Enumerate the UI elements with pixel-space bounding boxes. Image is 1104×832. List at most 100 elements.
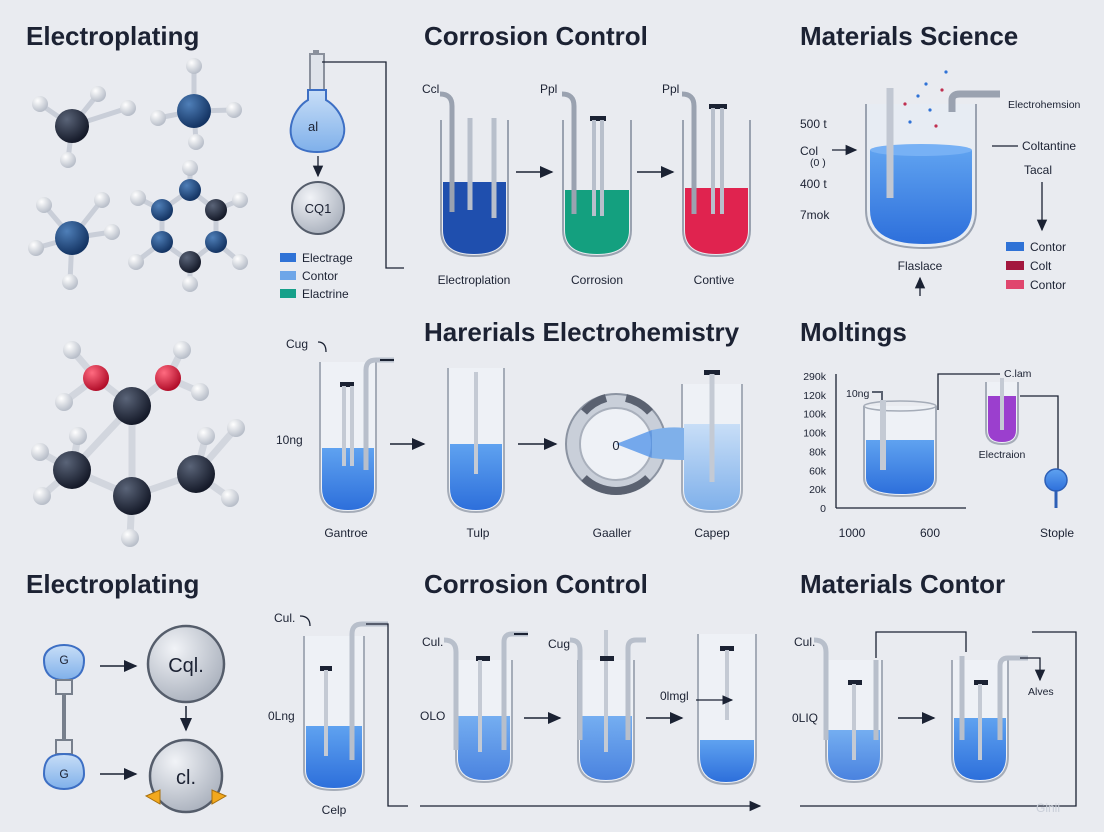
large-molecule-icon xyxy=(31,341,245,547)
beaker-label-ppl-2: Ppl xyxy=(662,82,679,96)
x-tick-1: 1000 xyxy=(839,526,866,540)
molecule-2-icon xyxy=(150,58,242,150)
cql-circle-label: Cql. xyxy=(168,655,204,677)
bulb-1-icon: G xyxy=(42,644,86,695)
heading-electrochemistry: Harerials Electrohemistry xyxy=(424,317,740,347)
legend-swatch-elactrine xyxy=(280,289,296,298)
tank-right-label-2: Coltantine xyxy=(1022,139,1076,153)
y-tick-label: 20k xyxy=(809,484,827,496)
panel-g-caption: Celp xyxy=(322,803,347,817)
heading-materials-contor: Materials Contor xyxy=(800,569,1005,599)
panel-g-label-2: 0Lng xyxy=(268,709,295,723)
panel-a-legend: Electrage Contor Elactrine xyxy=(280,251,353,301)
legend-swatch-contor xyxy=(280,271,296,280)
panel-d-beaker-3-icon xyxy=(652,370,743,514)
beaker-10ng-label: 10ng xyxy=(846,388,870,400)
cl-circle xyxy=(148,738,224,814)
panel-h-label-cug: Cug xyxy=(548,637,570,651)
beaker-label-ccl: Ccl xyxy=(422,82,439,96)
y-tick-label: 290k xyxy=(803,371,827,383)
vial-icon xyxy=(985,378,1019,446)
panel-d-electrochemistry: Cug 10ng 0 xyxy=(276,337,743,540)
vial-label: C.lam xyxy=(1004,368,1032,380)
panel-i-label-cul: Cul. xyxy=(794,635,815,649)
panel-i-beaker-1-icon xyxy=(813,631,967,784)
heading-materials-science: Materials Science xyxy=(800,21,1018,51)
gauge-label: 0 xyxy=(612,438,619,453)
beaker-caption-corrosion: Corrosion xyxy=(571,273,623,287)
panel-h-beaker-1-icon xyxy=(443,631,528,784)
x-tick-2: 600 xyxy=(920,526,940,540)
bulb-2-icon: G xyxy=(42,739,86,790)
panel-d-beaker-2-icon xyxy=(447,368,505,514)
y-tick-label: 120k xyxy=(803,390,827,402)
panel-d-side-label: 10ng xyxy=(276,433,303,447)
vial-caption: Electraion xyxy=(979,449,1026,461)
y-axis-ticks: 290k 120k 100k 100k 80k 60k 20k 0 xyxy=(803,371,827,515)
beaker-3-liquid xyxy=(685,188,748,254)
panel-d-caption-4: Capep xyxy=(694,526,730,540)
legend-contor-2: Contor xyxy=(1030,278,1066,292)
gauge-icon: 0 xyxy=(565,393,667,495)
panel-c-tank-diagram: 500 t Col (0 ) 400 t 7mok Electrohemsion… xyxy=(800,70,1081,296)
panel-f-electroplating: G G Cql. cl. xyxy=(42,624,228,814)
heading-corrosion-control-bottom: Corrosion Control xyxy=(424,569,648,599)
cql-circle xyxy=(146,624,226,704)
heading-moltings: Moltings xyxy=(800,317,907,347)
cl-circle-label: cl. xyxy=(176,767,196,789)
tank-left-label-1: 500 t xyxy=(800,117,827,131)
panel-d-caption-2: Tulp xyxy=(467,526,490,540)
beaker-1-icon xyxy=(439,91,509,258)
panel-h-label-olo: OLO xyxy=(420,709,445,723)
bulb-1-label: G xyxy=(59,653,68,667)
cq1-circle xyxy=(291,181,345,235)
moltings-beaker-icon xyxy=(863,391,937,498)
y-tick-label: 100k xyxy=(803,409,827,421)
tank-left-label-5: 7mok xyxy=(800,208,830,222)
beaker-2-icon xyxy=(561,91,632,258)
panel-a-flask-diagram: al CQ1 Electrage Contor Elactrine xyxy=(280,50,404,301)
heading-electroplating-top: Electroplating xyxy=(26,21,199,51)
y-tick-label: 60k xyxy=(809,465,827,477)
y-tick-label: 100k xyxy=(803,428,827,440)
beaker-3-icon xyxy=(681,91,751,258)
stopper-caption: Stople xyxy=(1040,526,1074,540)
tank-left-label-4: 400 t xyxy=(800,177,827,191)
flask-label: al xyxy=(308,119,318,134)
beaker-1-liquid xyxy=(443,182,506,254)
bubbles-icon xyxy=(903,70,948,128)
molecule-ring-icon xyxy=(128,160,248,292)
panel-h-label-olmgl: 0lmgl xyxy=(660,689,689,703)
legend-swatch-contor-1 xyxy=(1006,242,1024,251)
tank-left-label-3: (0 ) xyxy=(810,157,826,169)
panel-i-label-alves: Alves xyxy=(1028,686,1054,698)
panel-b-beakers: Ccl Ppl Ppl Electroplation xyxy=(422,82,751,287)
beaker-label-ppl-1: Ppl xyxy=(540,82,557,96)
beaker-caption-electroplation: Electroplation xyxy=(438,273,511,287)
tank-right-label-3: Tacal xyxy=(1024,163,1052,177)
panel-d-caption-1: Gantroe xyxy=(324,526,368,540)
legend-swatch-colt xyxy=(1006,261,1024,270)
panel-h-corrosion: Cul. Cug OLO 0lmgl xyxy=(420,630,762,812)
panel-i-beaker-2-icon xyxy=(951,655,1028,784)
panel-h-beaker-3-icon xyxy=(696,634,757,786)
legend-contor: Contor xyxy=(302,269,338,283)
flask-icon xyxy=(289,89,346,153)
panel-g-label-1: Cul. xyxy=(274,611,295,625)
heading-corrosion-control-top: Corrosion Control xyxy=(424,21,648,51)
panel-d-beaker-1-icon xyxy=(319,357,394,514)
legend-contor-1: Contor xyxy=(1030,240,1066,254)
panel-i-label-oliq: 0LIQ xyxy=(792,711,818,725)
molecule-3-icon xyxy=(28,192,120,290)
legend-colt: Colt xyxy=(1030,259,1052,273)
y-tick-label: 80k xyxy=(809,446,827,458)
tank-left-label-2: Col xyxy=(800,144,818,158)
legend-elactrine: Elactrine xyxy=(302,287,349,301)
panel-i-materials: Cul. 0LIQ Alves xyxy=(792,631,1077,807)
cq1-circle-label: CQ1 xyxy=(305,201,332,216)
tank-liquid xyxy=(870,150,972,244)
panel-d-caption-3: Gaaller xyxy=(593,526,632,540)
y-tick-label: 0 xyxy=(820,503,826,515)
molecule-group-top xyxy=(28,58,248,292)
